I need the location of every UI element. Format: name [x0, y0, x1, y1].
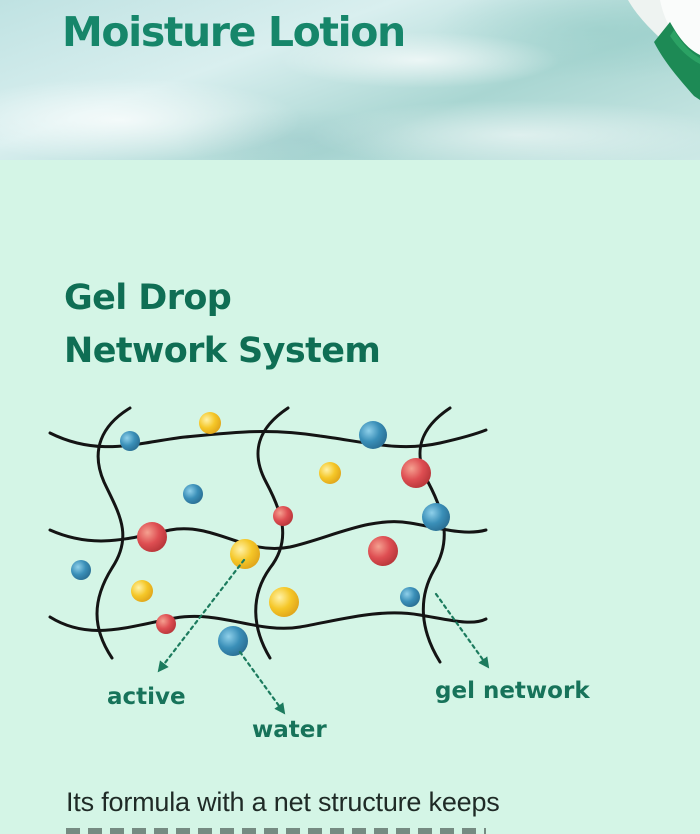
water-pointer [238, 650, 286, 715]
label-water: water [252, 717, 327, 743]
gel-network-diagram: active water gel network [48, 406, 590, 743]
moisture-drop [368, 536, 398, 566]
water-drop [400, 587, 420, 607]
label-active: active [107, 684, 186, 710]
moisture-drop [156, 614, 176, 634]
moisture-drop [273, 506, 293, 526]
water-drop [359, 421, 387, 449]
network-vertical-strands [95, 406, 452, 664]
moisture-drop [137, 522, 167, 552]
description-text-continuation [66, 824, 626, 834]
gel-network-pointer [434, 592, 490, 669]
water-drop [71, 560, 91, 580]
moisture-drop [401, 458, 431, 488]
active-drop [230, 539, 260, 569]
water-drop [183, 484, 203, 504]
section-title-line-1: Gel Drop [64, 278, 232, 318]
bottle-image [628, 0, 700, 100]
water-drop [422, 503, 450, 531]
active-drop [131, 580, 153, 602]
active-drop [319, 462, 341, 484]
active-drop [199, 412, 221, 434]
drops [71, 412, 450, 656]
hero-banner: Moisture Lotion [0, 0, 700, 160]
section-title-line-2: Network System [64, 331, 381, 371]
section-title: Gel Drop Network System [64, 272, 624, 378]
description-text: Its formula with a net structure keeps [66, 787, 500, 817]
active-drop [269, 587, 299, 617]
product-title: Moisture Lotion [62, 8, 406, 56]
label-gel-network: gel network [435, 678, 590, 704]
label-pointers [157, 558, 490, 715]
water-drop [120, 431, 140, 451]
water-drop [218, 626, 248, 656]
active-pointer [157, 558, 246, 673]
